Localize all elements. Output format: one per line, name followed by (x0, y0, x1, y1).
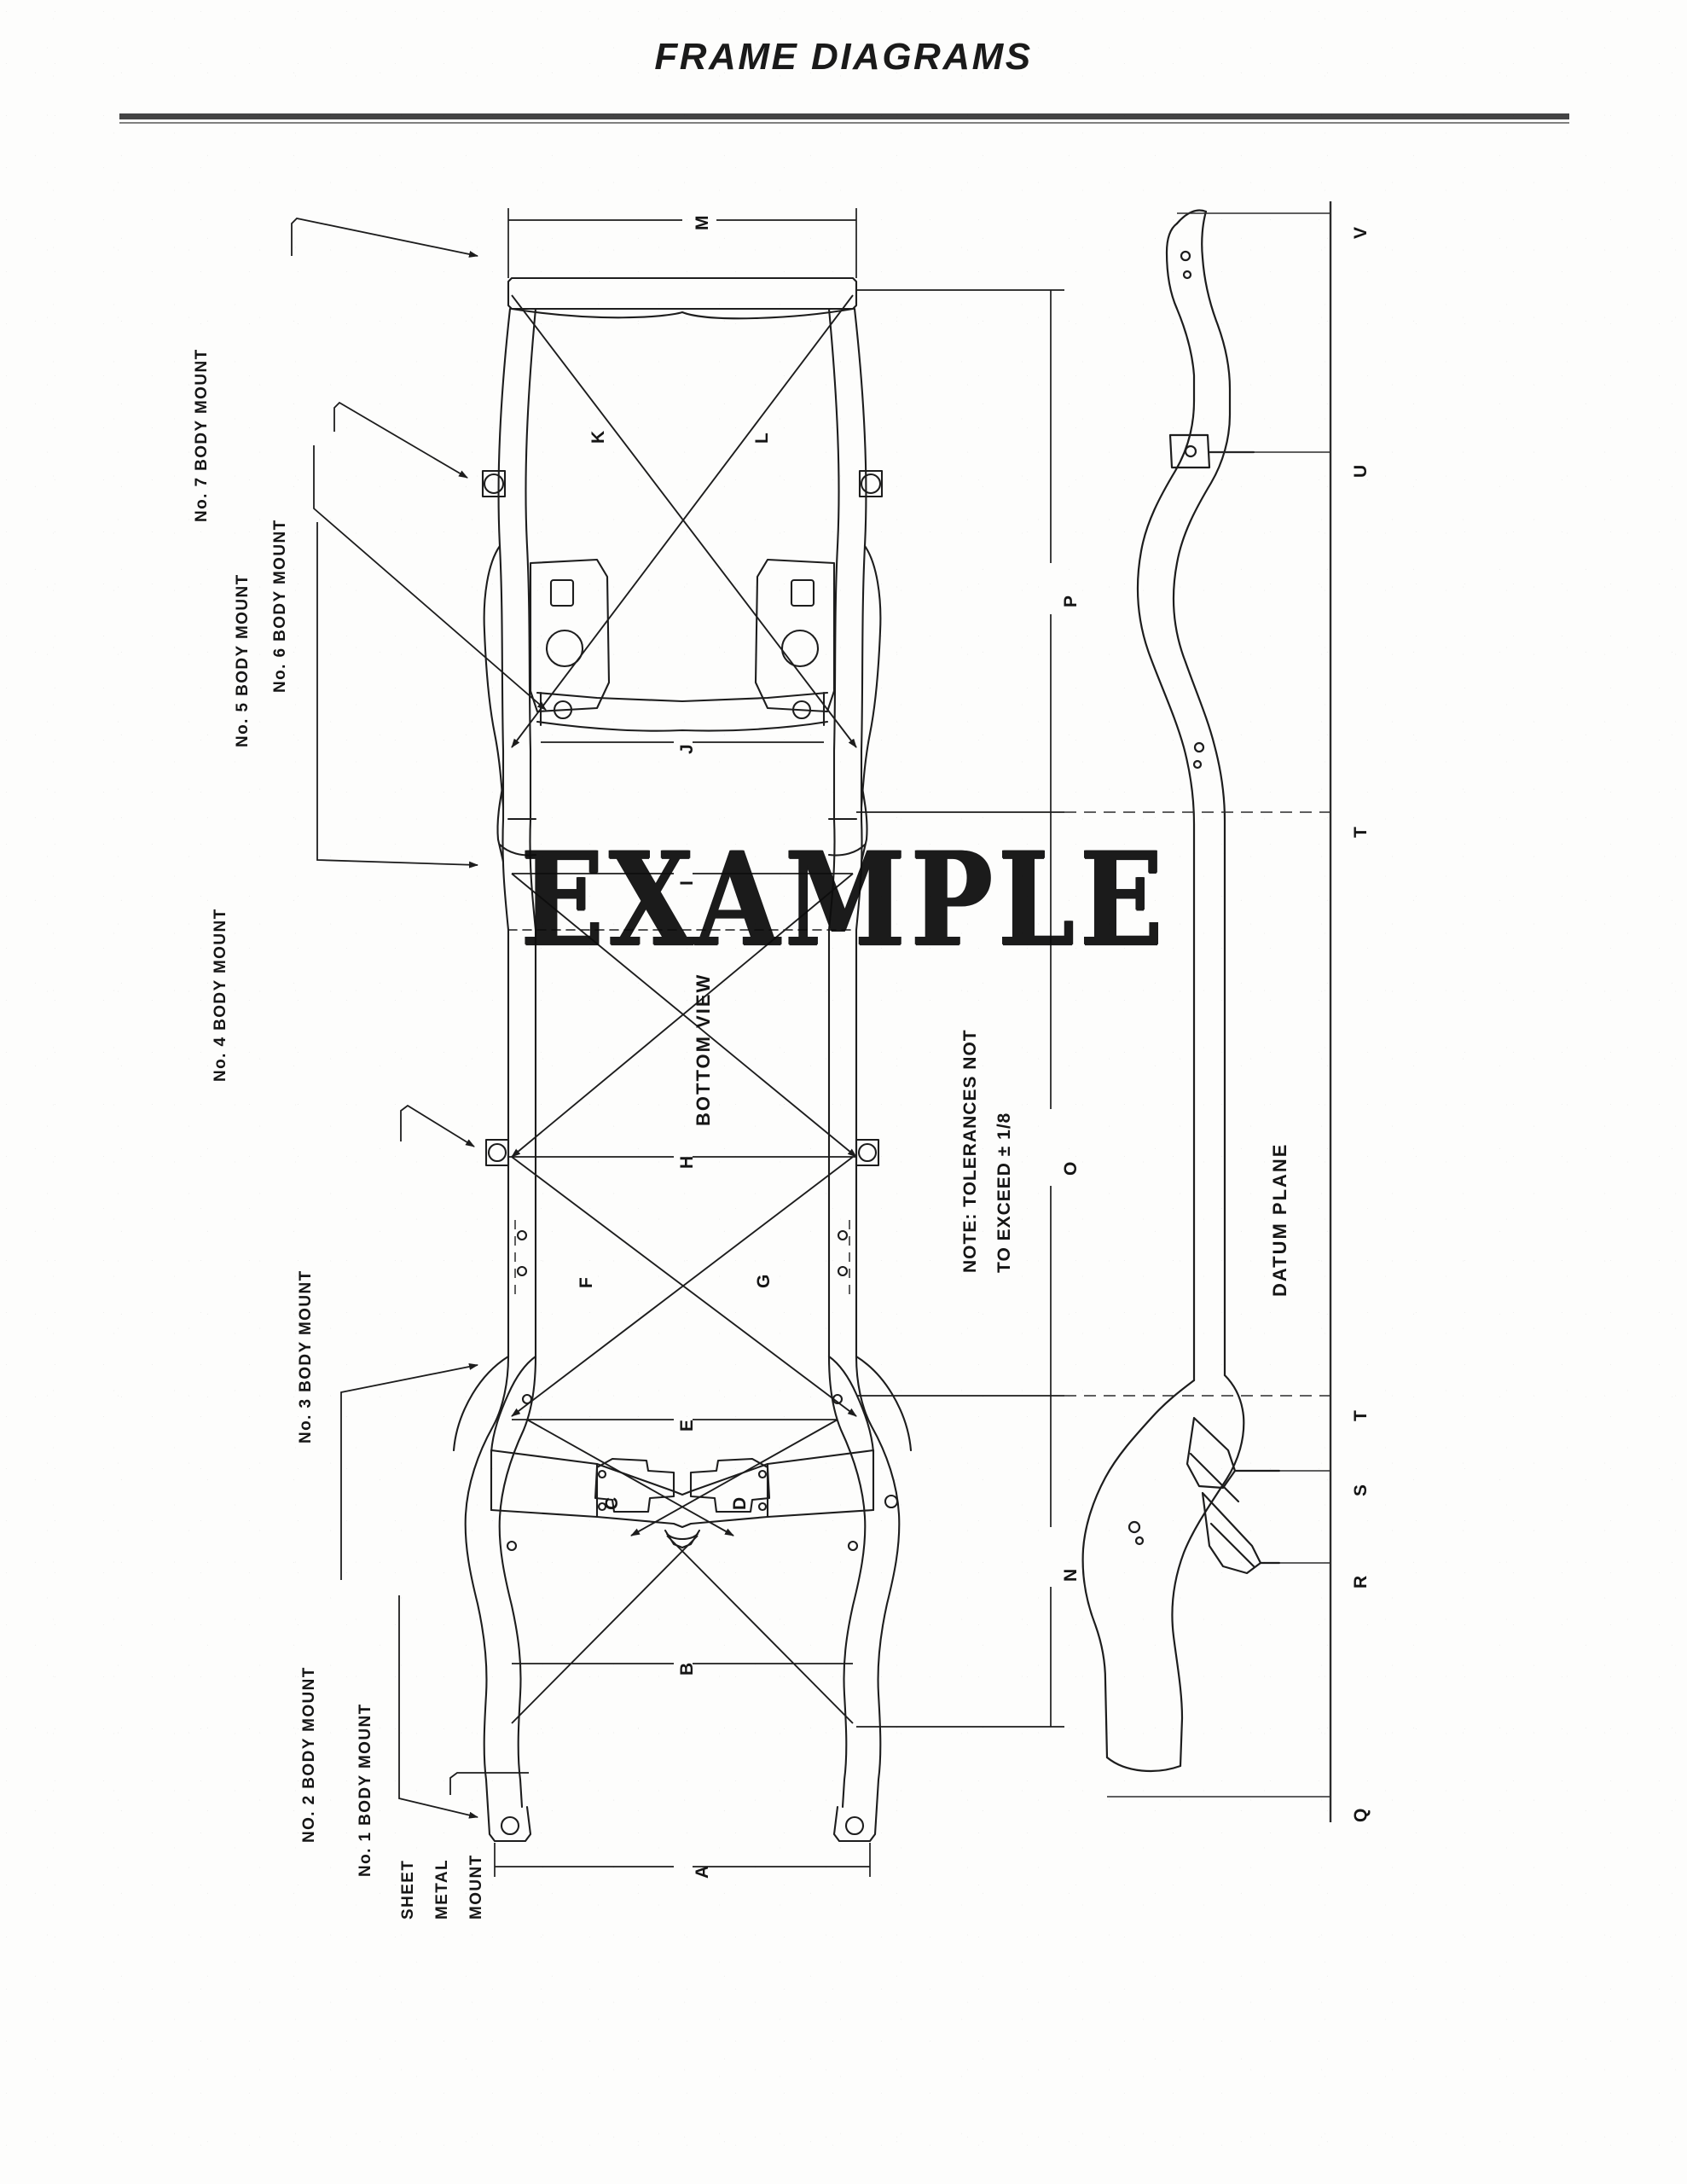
header-rule-thin (119, 122, 1569, 124)
header-rule-thick (119, 113, 1569, 119)
example-watermark: EXAMPLE (520, 824, 1168, 976)
page-title: FRAME DIAGRAMS (654, 36, 1033, 78)
page-header: FRAME DIAGRAMS (0, 0, 1687, 136)
